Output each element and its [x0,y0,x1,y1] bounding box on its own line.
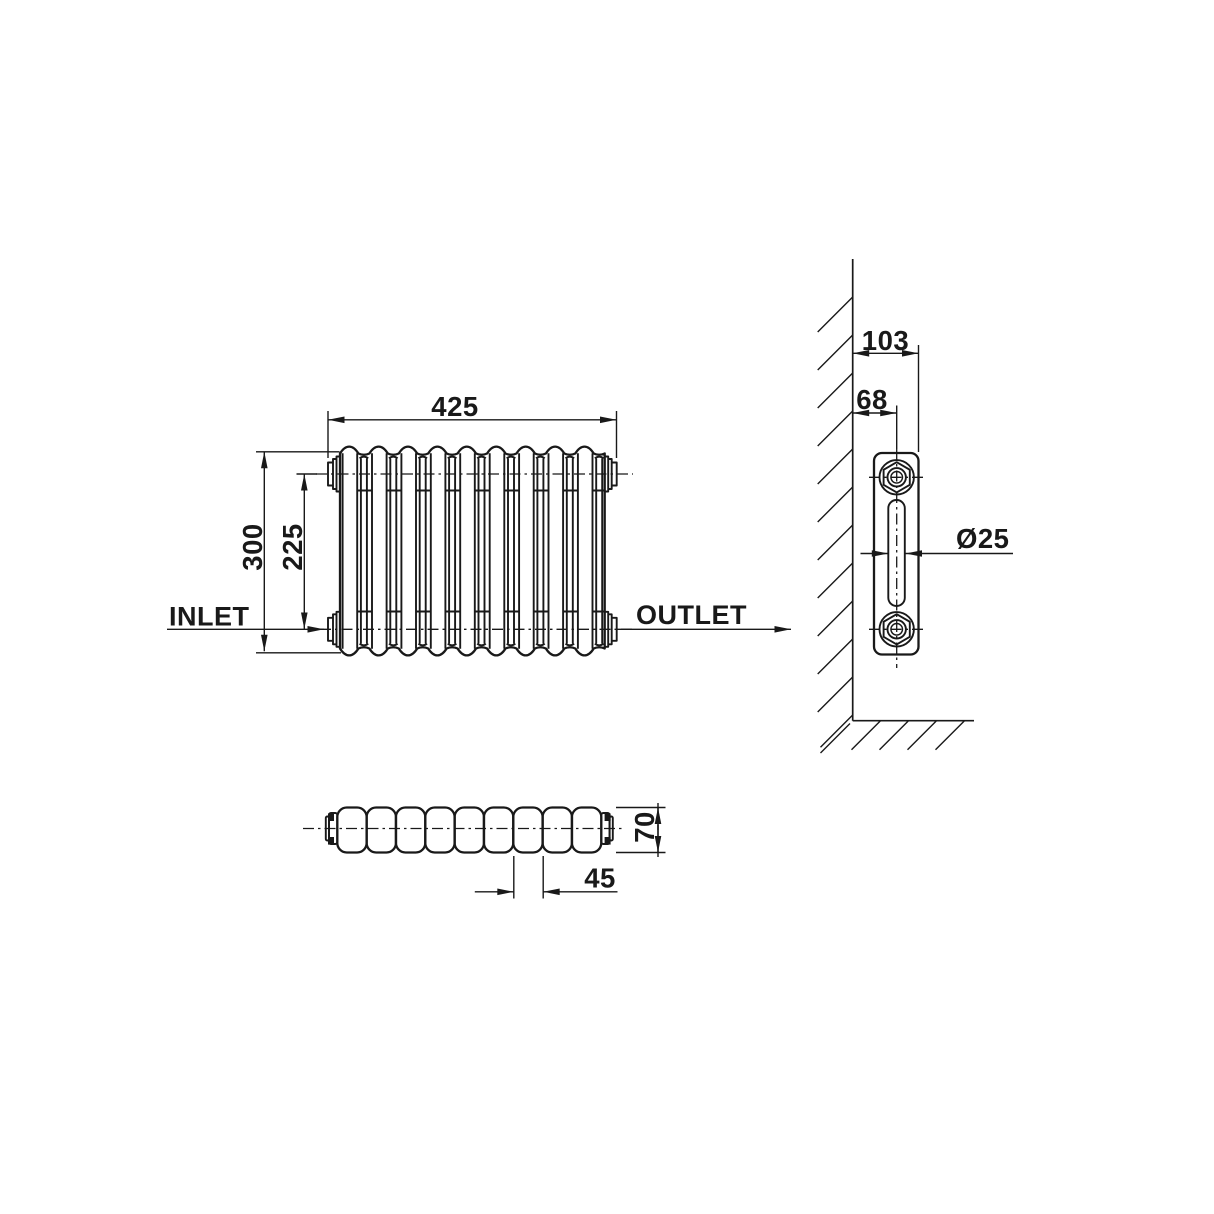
dim-103: 103 [852,325,920,452]
dim-68: 68 [852,384,897,417]
radiator-front-outline [338,445,606,657]
dim-70: 70 [616,803,666,857]
front-view: 425 300 225 INLET OUTLET [167,391,791,657]
dim-103-label: 103 [862,325,909,356]
radiator-top-outline [336,806,603,854]
dim-45-label: 45 [584,863,616,894]
header-neck-lines [357,489,605,613]
side-view: 103 68 Ø25 [817,259,1013,754]
dim-45: 45 [474,856,618,899]
wall-hatching [817,296,854,754]
dim-25-label: Ø25 [956,523,1009,554]
dim-300: 300 [237,451,341,654]
outlet-label: OUTLET [636,600,747,630]
inlet-label: INLET [169,602,250,632]
dim-300-label: 300 [237,523,268,570]
front-columns [341,453,594,649]
dim-425: 425 [327,391,618,458]
wall-section [817,259,974,754]
dim-25: Ø25 [860,523,1013,557]
dim-70-label: 70 [629,811,660,843]
rear-columns [358,455,605,647]
side-center-lines [869,405,924,668]
top-view: 70 45 [303,803,666,899]
top-end-caps [324,812,614,845]
dim-68-label: 68 [856,384,888,415]
outlet-annotation: OUTLET [617,600,791,633]
floor-hatching [851,720,965,751]
dim-225: 225 [277,473,317,629]
inlet-annotation: INLET [167,602,324,633]
tapping-nubs [327,455,618,648]
dim-425-label: 425 [431,391,478,422]
dim-225-label: 225 [277,523,308,570]
